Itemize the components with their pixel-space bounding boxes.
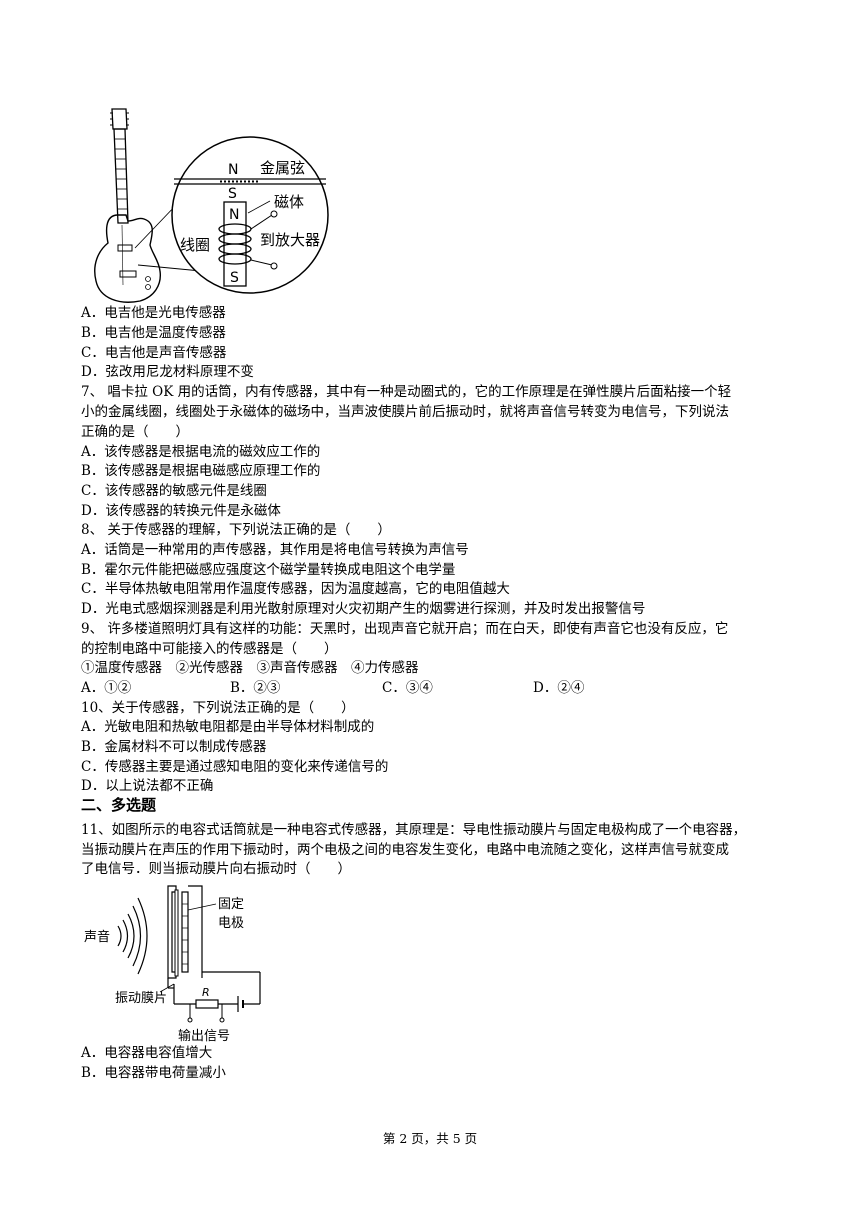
- section-heading-multiple-choice: 二、多选题: [81, 796, 157, 814]
- q8-option-c: C．半导体热敏电阻常用作温度传感器，因为温度越高，它的电阻值越大: [81, 581, 510, 597]
- label-sound: 声音: [84, 929, 110, 945]
- q11-stem-line-3: 了电信号．则当振动膜片向右振动时（ ）: [81, 861, 351, 877]
- q6-option-c: C．电吉他是声音传感器: [81, 345, 227, 361]
- q6-option-b: B．电吉他是温度传感器: [81, 325, 226, 341]
- q9-sensor-list: ①温度传感器 ②光传感器 ③声音传感器 ④力传感器: [81, 660, 419, 676]
- q11-option-a: A．电容器电容值增大: [81, 1045, 213, 1061]
- label-metal-string: 金属弦: [260, 159, 305, 177]
- q6-option-d: D．弦改用尼龙材料原理不变: [81, 364, 254, 380]
- label-to-amplifier: 到放大器: [260, 231, 320, 249]
- label-diaphragm: 振动膜片: [115, 991, 167, 1006]
- guitar-body: [94, 214, 161, 303]
- q8-option-b: B．霍尔元件能把磁感应强度这个磁学量转换成电阻这个电学量: [81, 562, 456, 578]
- q9-option-c: C．③④: [382, 680, 433, 696]
- vibrating-diaphragm: [174, 889, 179, 977]
- q9-stem-line-2: 的控制电路中可能接入的传感器是（ ）: [81, 641, 338, 657]
- q7-option-a: A．该传感器是根据电流的磁效应工作的: [81, 444, 321, 460]
- q9-option-a: A．①②: [81, 680, 132, 696]
- q11-option-b: B．电容器带电荷量减小: [81, 1065, 226, 1081]
- q7-option-d: D．该传感器的转换元件是永磁体: [81, 503, 281, 519]
- q10-option-a: A．光敏电阻和热敏电阻都是由半导体材料制成的: [81, 719, 375, 735]
- label-s-top: S: [228, 186, 237, 202]
- q7-option-c: C．该传感器的敏感元件是线圈: [81, 483, 267, 499]
- page-footer: 第 2 页，共 5 页: [382, 1131, 478, 1146]
- q11-stem-line-2: 当振动膜片在声压的作用下振动时，两个电极之间的电容发生变化，电路中电流随之变化，…: [81, 842, 729, 858]
- label-output-signal: 输出信号: [178, 1028, 230, 1044]
- q9-option-d: D．②④: [533, 680, 585, 696]
- q9-stem-line-1: 9、 许多楼道照明灯具有这样的功能：天黑时，出现声音它就开启；而在白天，即使有声…: [81, 621, 729, 637]
- label-coil: 线圈: [180, 236, 210, 254]
- q10-option-d: D．以上说法都不正确: [81, 778, 214, 794]
- q7-stem-line-2: 小的金属线圈，线圈处于永磁体的磁场中，当声波使膜片前后振动时，就将声音信号转变为…: [81, 404, 729, 420]
- label-n-top: N: [228, 162, 238, 178]
- label-fixed-electrode-1: 固定: [218, 897, 244, 912]
- q11-stem-line-1: 11、如图所示的电容式话筒就是一种电容式传感器，其原理是：导电性振动膜片与固定电…: [81, 822, 747, 838]
- resistor: [195, 999, 219, 1009]
- q7-option-b: B．该传感器是根据电磁感应原理工作的: [81, 463, 321, 479]
- q8-option-d: D．光电式感烟探测器是利用光散射原理对火灾初期产生的烟雾进行探测，并及时发出报警…: [81, 601, 646, 617]
- q7-stem-line-1: 7、 唱卡拉 OK 用的话筒，内有传感器，其中有一种是动圈式的，它的工作原理是在…: [81, 384, 732, 400]
- label-resistor: R: [202, 986, 210, 999]
- label-n-magnet: N: [229, 207, 239, 223]
- label-s-magnet: S: [230, 270, 239, 286]
- q9-option-b: B．②③: [230, 680, 281, 696]
- q6-option-a: A．电吉他是光电传感器: [81, 305, 226, 321]
- q10-stem: 10、关于传感器，下列说法正确的是（ ）: [81, 700, 355, 716]
- condenser-microphone-figure: 声音 固定 电极 R: [84, 885, 261, 1044]
- q10-option-c: C．传感器主要是通过感知电阻的变化来传递信号的: [81, 759, 389, 775]
- label-magnet: 磁体: [274, 193, 304, 211]
- q7-stem-line-3: 正确的是（ ）: [81, 424, 189, 440]
- q8-option-a: A．话筒是一种常用的声传感器，其作用是将电信号转换为声信号: [81, 542, 469, 558]
- label-fixed-electrode-2: 电极: [218, 916, 244, 931]
- guitar-pickup-figure: N S 金属弦 N S 磁体 线圈 到放大器: [94, 108, 329, 303]
- q10-option-b: B．金属材料不可以制成传感器: [81, 739, 267, 755]
- sound-wave-icon: [117, 897, 148, 975]
- guitar-head: [111, 108, 128, 130]
- q8-stem: 8、 关于传感器的理解，下列说法正确的是（ ）: [81, 522, 391, 538]
- magnified-view-circle: [171, 136, 329, 294]
- fixed-electrode: [181, 891, 189, 973]
- guitar-neck: [113, 128, 129, 224]
